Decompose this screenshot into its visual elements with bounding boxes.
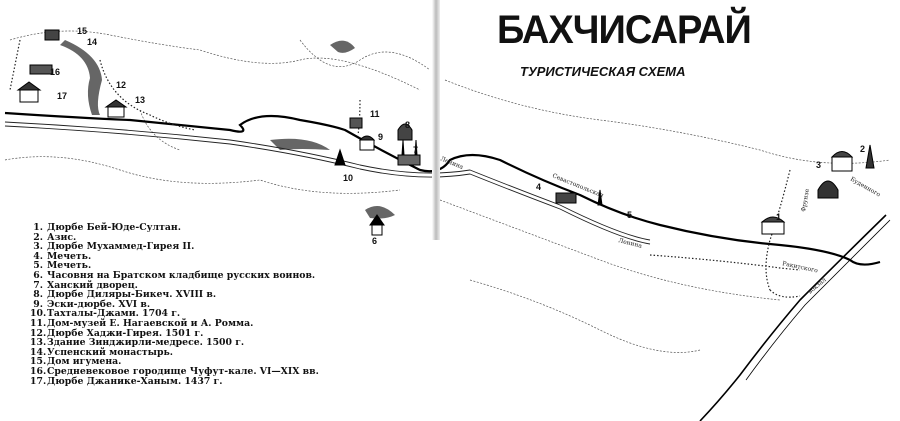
legend-number: 5. (33, 260, 43, 272)
map-subtitle: ТУРИСТИЧЕСКАЯ СХЕМА (520, 64, 686, 79)
legend-item: 13.Здание Зинджирли-медресе. 1500 г. (30, 338, 319, 348)
legend-item: 6. Часовня на Братском кладбище русских в… (30, 271, 319, 281)
legend-number: 16. (30, 365, 47, 377)
legend-text: Здание Зинджирли-медресе. 1500 г. (47, 337, 245, 349)
legend-item: 14.Успенский монастырь. (30, 346, 319, 358)
legend-item: 5. Мечеть. (30, 261, 319, 271)
legend-item: 4. Мечеть. (30, 250, 319, 262)
map-number-2: 2 (860, 144, 865, 154)
street-lenina-west: Ленина (439, 155, 464, 171)
legend-text: Дюрбе Диляры-Бикеч. XVIII в. (47, 289, 217, 301)
map-number-1: 1 (776, 212, 781, 222)
legend-number: 7. (33, 279, 43, 291)
page-gutter (432, 0, 440, 240)
legend-item: 15.Дом игумена. (30, 357, 319, 367)
railway-track (745, 219, 891, 381)
legend-number: 9. (33, 298, 43, 310)
legend-item: 1. Дюрбе Бей-Юде-Султан. (30, 223, 319, 233)
legend-text: Дюрбе Хаджи-Гирея. 1501 г. (47, 327, 204, 339)
map-number-12: 12 (116, 80, 126, 90)
legend: 1. Дюрбе Бей-Юде-Султан. 2. Азис. 3. Дюрбе Му… (30, 223, 319, 386)
legend-number: 3. (33, 241, 43, 253)
legend-text: Часовня на Братском кладбище русских вои… (47, 269, 316, 281)
map-number-14: 14 (87, 37, 97, 47)
legend-number: 11. (30, 317, 47, 329)
map-number-9: 9 (378, 132, 383, 142)
street-lenina-east: Ленина (618, 237, 644, 250)
map-number-10: 10 (343, 173, 353, 183)
legend-text: Эски-дюрбе. XVI в. (47, 298, 151, 310)
map-number-6: 6 (372, 236, 377, 246)
legend-text: Дюрбе Джанике-Ханым. 1437 г. (47, 375, 223, 387)
legend-item: 2. Азис. (30, 231, 319, 243)
street-budennogo: Буденного (849, 176, 882, 199)
legend-number: 13. (30, 337, 47, 349)
legend-number: 6. (33, 269, 43, 281)
cliffs (60, 40, 395, 219)
legend-text: Азис. (47, 231, 77, 243)
legend-item: 10.Тахталы-Джами. 1704 г. (30, 309, 319, 319)
legend-number: 2. (33, 231, 43, 243)
legend-text: Ханский дворец. (47, 279, 138, 291)
legend-number: 12. (30, 327, 47, 339)
street-frunze: Фрунзе (800, 188, 811, 212)
legend-text: Дюрбе Мухаммед-Гирея II. (47, 241, 195, 253)
legend-number: 15. (30, 356, 47, 368)
legend-text: Дом игумена. (47, 356, 122, 368)
legend-item: 17.Дюрбе Джанике-Ханым. 1437 г. (30, 375, 319, 387)
map-number-11: 11 (370, 109, 380, 119)
map-number-7: 7 (413, 145, 418, 155)
legend-item: 8. Дюрбе Диляры-Бикеч. XVIII в. (30, 290, 319, 300)
map-number-13: 13 (135, 95, 145, 105)
legend-number: 14. (30, 346, 47, 358)
roads (4, 121, 651, 245)
legend-number: 17. (30, 375, 47, 387)
legend-item: 16.Средневековое городище Чуфут-кале. VI… (30, 367, 319, 377)
legend-text: Дюрбе Бей-Юде-Султан. (47, 222, 181, 233)
legend-number: 8. (33, 289, 43, 301)
legend-item: 3. Дюрбе Мухаммед-Гирея II. (30, 242, 319, 252)
legend-item: 12.Дюрбе Хаджи-Гирея. 1501 г. (30, 327, 319, 339)
legend-text: Тахталы-Джами. 1704 г. (47, 308, 181, 320)
legend-number: 10. (30, 308, 47, 320)
landmark-buildings (16, 29, 875, 236)
legend-item: 7. Ханский дворец. (30, 279, 319, 291)
paths (9, 39, 801, 298)
map-labels: 1 2 3 4 5 6 7 8 9 10 11 12 13 14 15 16 1… (50, 26, 865, 246)
map-number-16: 16 (50, 67, 60, 77)
terrain-contours (4, 30, 891, 353)
legend-text: Дом-музей Е. Нагаевской и А. Ромма. (47, 317, 254, 329)
legend-number: 4. (33, 250, 43, 262)
legend-text: Успенский монастырь. (47, 346, 174, 358)
legend-item: 11.Дом-музей Е. Нагаевской и А. Ромма. (30, 319, 319, 329)
legend-text: Средневековое городище Чуфут-кале. VI—XI… (47, 365, 319, 377)
map-number-3: 3 (816, 160, 821, 170)
map-number-15: 15 (77, 26, 87, 36)
map-number-4: 4 (536, 182, 541, 192)
railway (699, 214, 887, 421)
map-number-17: 17 (57, 91, 67, 101)
map-number-5: 5 (627, 210, 632, 220)
legend-text: Мечеть. (47, 260, 92, 272)
legend-number: 1. (33, 222, 43, 233)
legend-text: Мечеть. (47, 250, 92, 262)
legend-item: 9. Эски-дюрбе. XVI в. (30, 298, 319, 310)
street-rakitskogo: Ракитского (782, 260, 819, 274)
map-title: БАХЧИСАРАЙ (497, 8, 752, 52)
map-number-8: 8 (405, 120, 410, 130)
